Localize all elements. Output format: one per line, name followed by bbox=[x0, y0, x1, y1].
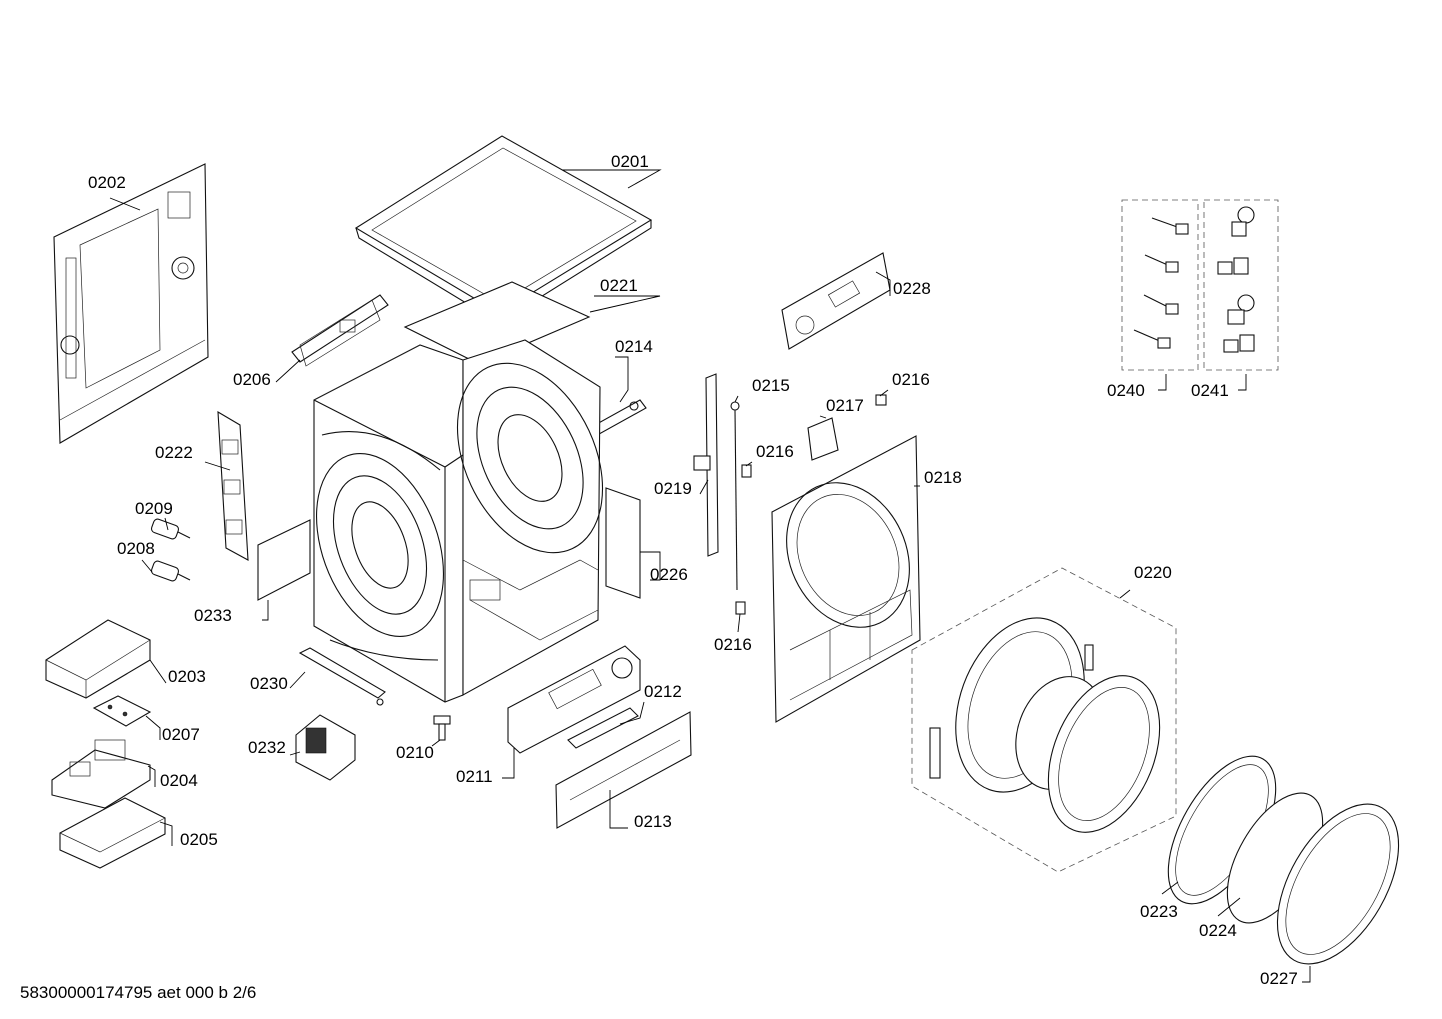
label-0216-top: 0216 bbox=[892, 370, 930, 389]
damping-block-right-part bbox=[605, 487, 641, 599]
module-housing-part bbox=[59, 797, 166, 869]
control-panel-frame-part bbox=[507, 645, 641, 754]
adjustable-foot-part bbox=[433, 715, 451, 741]
label-0201: 0201 bbox=[611, 152, 649, 171]
label-0240: 0240 bbox=[1107, 381, 1145, 400]
rear-panel-part bbox=[53, 163, 209, 444]
label-0212: 0212 bbox=[644, 682, 682, 701]
label-0209: 0209 bbox=[135, 499, 173, 518]
door-outer-ring-part bbox=[1276, 803, 1400, 965]
clip-part-b bbox=[741, 464, 752, 478]
label-0210: 0210 bbox=[396, 743, 434, 762]
cable-holder-part bbox=[217, 411, 249, 561]
label-0204: 0204 bbox=[160, 771, 198, 790]
label-0202: 0202 bbox=[88, 173, 126, 192]
suppressor-part bbox=[150, 560, 191, 582]
upper-bracket-part bbox=[291, 294, 389, 367]
cable-strip-part bbox=[693, 373, 719, 557]
label-0203: 0203 bbox=[168, 667, 206, 686]
label-0217: 0217 bbox=[826, 396, 864, 415]
clip-part-a bbox=[875, 394, 887, 406]
clamp-set-part bbox=[1203, 199, 1279, 371]
control-pcb-part bbox=[92, 695, 152, 727]
label-0213: 0213 bbox=[634, 812, 672, 831]
label-0220: 0220 bbox=[1134, 563, 1172, 582]
label-0205: 0205 bbox=[180, 830, 218, 849]
damping-block-left-part bbox=[257, 519, 311, 601]
insulation-mat-part bbox=[403, 281, 591, 365]
clip-part-c bbox=[735, 601, 746, 615]
label-0223: 0223 bbox=[1140, 902, 1178, 921]
label-0233: 0233 bbox=[194, 606, 232, 625]
label-0227: 0227 bbox=[1260, 969, 1298, 988]
label-0226: 0226 bbox=[650, 565, 688, 584]
lower-rail-part bbox=[298, 647, 386, 706]
label-0216-middle: 0216 bbox=[756, 442, 794, 461]
door-lock-part bbox=[807, 417, 839, 461]
label-0241: 0241 bbox=[1191, 381, 1229, 400]
label-0206: 0206 bbox=[233, 370, 271, 389]
rod-part bbox=[730, 401, 740, 591]
label-0215: 0215 bbox=[752, 376, 790, 395]
label-0219: 0219 bbox=[654, 479, 692, 498]
motor-electronics-part bbox=[295, 714, 356, 781]
housing-frame-part bbox=[313, 339, 604, 703]
label-0218: 0218 bbox=[924, 468, 962, 487]
screw-set-part bbox=[1121, 199, 1199, 371]
display-window-part bbox=[567, 707, 639, 749]
panel-trim-part bbox=[555, 711, 692, 829]
label-0211: 0211 bbox=[456, 767, 493, 786]
label-0214: 0214 bbox=[615, 337, 653, 356]
door-assembly-part bbox=[911, 567, 1177, 873]
label-0222: 0222 bbox=[155, 443, 193, 462]
leader-lines bbox=[109, 169, 1311, 983]
label-0221: 0221 bbox=[600, 276, 638, 295]
interference-filter-part bbox=[150, 518, 191, 540]
label-0207: 0207 bbox=[162, 725, 200, 744]
control-panel-part bbox=[781, 252, 891, 350]
power-module-part bbox=[51, 739, 151, 809]
label-0230: 0230 bbox=[250, 674, 288, 693]
module-cover-part bbox=[45, 619, 151, 699]
label-0216-bottom: 0216 bbox=[714, 635, 752, 654]
part-labels: 0201 0202 0203 0204 0205 0206 0207 0208 … bbox=[88, 152, 1298, 988]
label-0232: 0232 bbox=[248, 738, 286, 757]
document-footer: 58300000174795 aet 000 b 2/6 bbox=[20, 983, 256, 1002]
label-0208: 0208 bbox=[117, 539, 155, 558]
front-panel-part bbox=[771, 435, 921, 723]
label-0228: 0228 bbox=[893, 279, 931, 298]
label-0224: 0224 bbox=[1199, 921, 1237, 940]
